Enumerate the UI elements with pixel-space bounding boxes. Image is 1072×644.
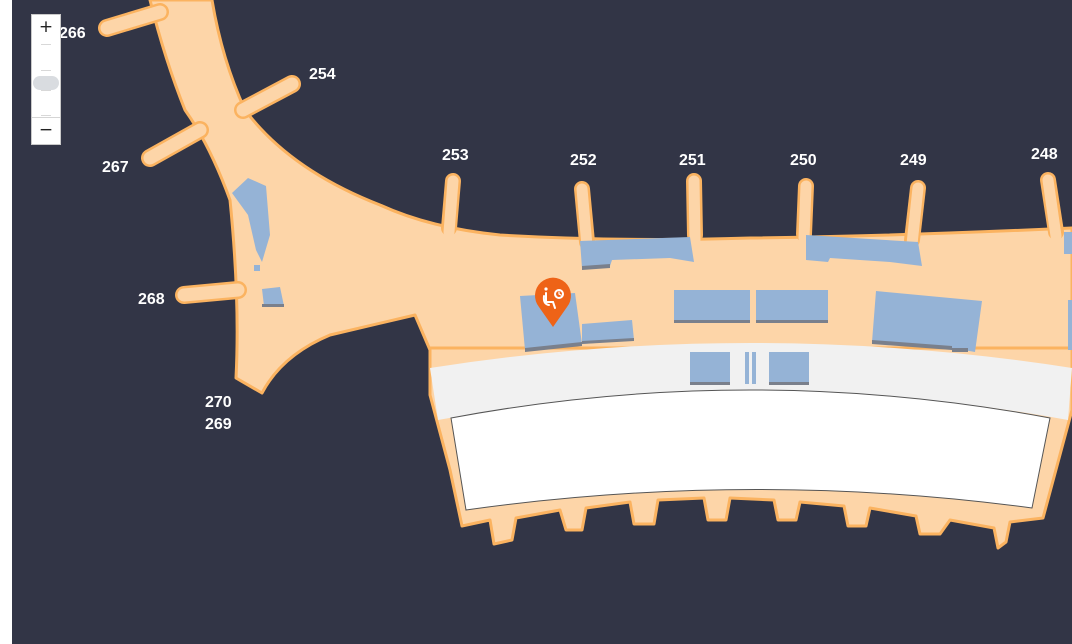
- seating-area-icon: [542, 287, 564, 309]
- gate-label-248[interactable]: 248: [1031, 146, 1058, 163]
- gate-label-251[interactable]: 251: [679, 152, 706, 169]
- gate-label-270[interactable]: 270: [205, 394, 232, 411]
- gate-label-266[interactable]: 266: [59, 25, 86, 42]
- zoom-tick: [41, 90, 51, 91]
- gate-label-254[interactable]: 254: [309, 66, 336, 83]
- retail-shadows: [262, 264, 968, 385]
- concourse-main: [148, 0, 1072, 395]
- gate-label-252[interactable]: 252: [570, 152, 597, 169]
- zoom-control: + −: [31, 14, 61, 145]
- zoom-tick: [41, 44, 51, 45]
- map-marker[interactable]: [535, 277, 571, 327]
- gate-label-267[interactable]: 267: [102, 159, 129, 176]
- gate-label-250[interactable]: 250: [790, 152, 817, 169]
- gate-label-268[interactable]: 268: [138, 291, 165, 308]
- zoom-in-button[interactable]: +: [38, 17, 54, 37]
- gate-pier-fills: [100, 5, 1062, 302]
- zoom-out-button[interactable]: −: [32, 117, 60, 144]
- zoom-tick: [41, 70, 51, 71]
- gate-label-253[interactable]: 253: [442, 147, 469, 164]
- zoom-slider[interactable]: [32, 42, 60, 118]
- zoom-slider-handle[interactable]: [33, 76, 59, 90]
- gate-label-249[interactable]: 249: [900, 152, 927, 169]
- walkway: [430, 343, 1072, 420]
- gate-label-269[interactable]: 269: [205, 416, 232, 433]
- zoom-tick: [41, 115, 51, 116]
- gate-labels: 266 254 267 253 252 251 250 249 248 268 …: [59, 25, 1058, 433]
- terminal-floor: [450, 389, 1051, 511]
